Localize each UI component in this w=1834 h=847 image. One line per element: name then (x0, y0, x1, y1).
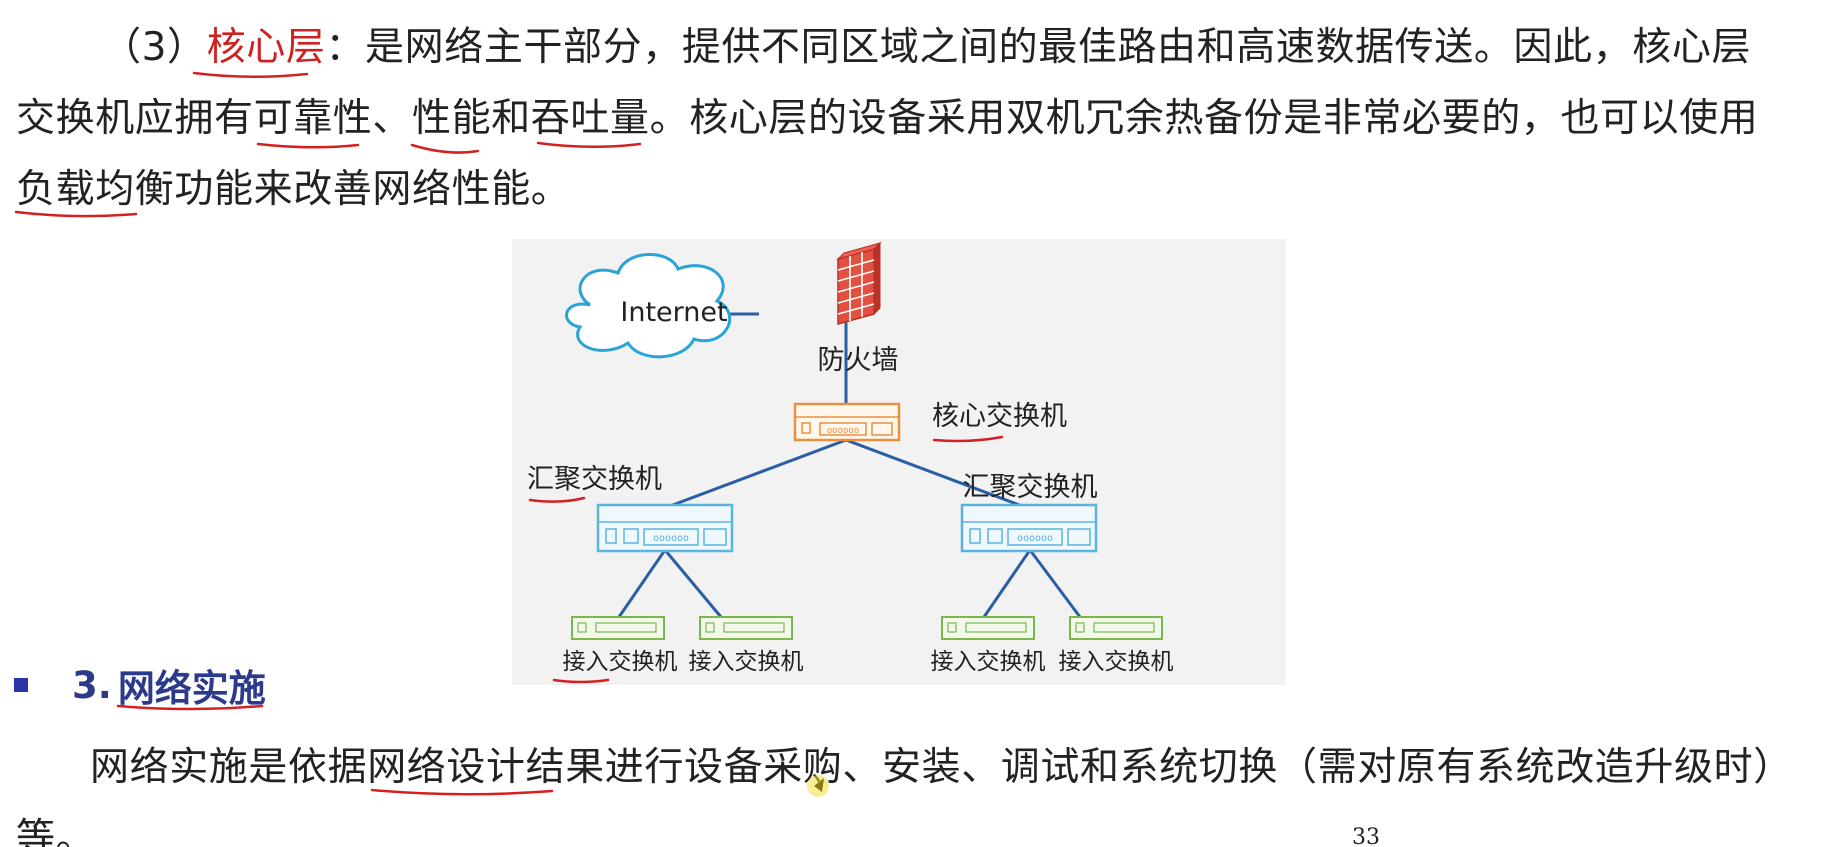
core-switch-label: 核心交换机 (932, 401, 1067, 432)
svg-text:oooooo: oooooo (827, 426, 860, 436)
aggregation-switch-right-icon: oooooo (960, 503, 1098, 553)
paragraph-line: 负载均衡功能来改善网络性能。 (16, 167, 571, 212)
paragraph-text: ：是网络主干部分，提供不同区域之间的最佳路由和高速数据传送。因此，核心层 (325, 25, 1752, 70)
firewall-icon (836, 241, 882, 325)
paragraph-network-implementation: 网络实施是依据网络设计结果进行设备采购、安装、调试和系统切换（需对原有系统改造升… (16, 732, 1811, 847)
paragraph-line: 交换机应拥有可靠性、性能和吞吐量。核心层的设备采用双机冗余热备份是非常必要的，也… (16, 96, 1759, 141)
access-switch-icon (699, 616, 793, 640)
paragraph-line: 等。 (16, 816, 96, 847)
section-title: 网络实施 (117, 667, 266, 710)
firewall-label: 防火墙 (818, 345, 899, 376)
access-switch-icon (571, 616, 665, 640)
bullet-square-icon (14, 678, 28, 692)
paragraph-line: （3）核心层：是网络主干部分，提供不同区域之间的最佳路由和高速数据传送。因此，核… (16, 12, 1811, 83)
agg-left-access-1-link (617, 549, 667, 618)
access-switch-label: 接入交换机 (1059, 649, 1174, 675)
section-heading: 3. 网络实施 (14, 660, 266, 710)
svg-text:oooooo: oooooo (653, 533, 689, 544)
aggregation-switch-left-label: 汇聚交换机 (527, 464, 662, 495)
paragraph-line: 网络实施是依据网络设计结果进行设备采购、安装、调试和系统切换（需对原有系统改造升… (90, 745, 1793, 790)
access-switch-label: 接入交换机 (689, 649, 804, 675)
core-agg-right-link (845, 438, 1031, 511)
access-switch-label: 接入交换机 (931, 649, 1046, 675)
network-links (617, 312, 1082, 618)
access-switch-label: 接入交换机 (563, 649, 678, 675)
aggregation-switch-right-label: 汇聚交换机 (963, 472, 1098, 503)
network-topology-diagram: Internet 防火墙 (512, 239, 1286, 685)
item-number: （3） (102, 25, 207, 70)
core-switch-icon: oooooo (793, 402, 901, 442)
core-agg-left-link (661, 438, 847, 511)
page-number: 33 (1352, 825, 1380, 847)
term-core-layer: 核心层 (206, 25, 326, 70)
agg-right-access-4-link (1028, 549, 1082, 618)
section-number: 3. (72, 663, 112, 707)
internet-cloud-icon (565, 253, 732, 359)
svg-text:oooooo: oooooo (1017, 533, 1053, 544)
access-switch-icon (941, 616, 1035, 640)
aggregation-switch-left-icon: oooooo (596, 503, 734, 553)
access-switch-icon (1069, 616, 1163, 640)
paragraph-core-layer: （3）核心层：是网络主干部分，提供不同区域之间的最佳路由和高速数据传送。因此，核… (16, 12, 1811, 225)
agg-left-access-2-link (663, 549, 723, 618)
topology-svg: Internet 防火墙 (512, 239, 1286, 685)
agg-right-access-3-link (982, 549, 1032, 618)
internet-label: Internet (620, 297, 727, 328)
